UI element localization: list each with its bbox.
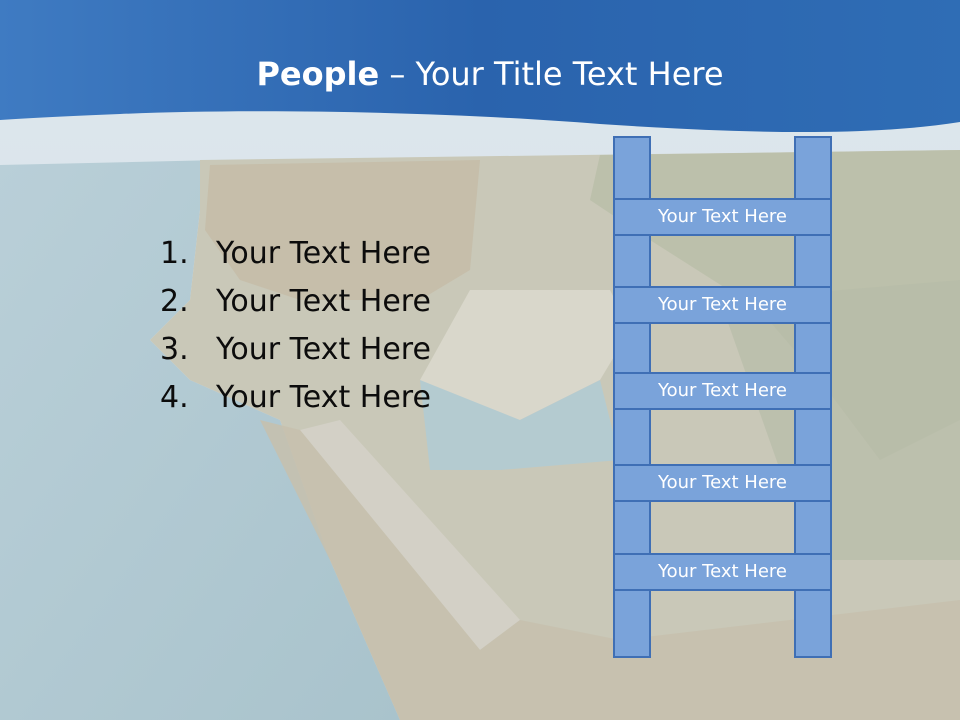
numbered-list: 1. Your Text Here 2. Your Text Here 3. Your… <box>160 230 431 422</box>
title-rest: – Your Title Text Here <box>379 55 724 93</box>
list-item: 4. Your Text Here <box>160 374 431 422</box>
list-item: 3. Your Text Here <box>160 326 431 374</box>
slide-title: People – Your Title Text Here <box>0 50 960 98</box>
list-item-number: 4. <box>160 380 189 415</box>
list-item-number: 3. <box>160 332 189 367</box>
list-item-number: 1. <box>160 236 189 271</box>
list-item-number: 2. <box>160 284 189 319</box>
ladder-rung: Your Text Here <box>613 464 832 502</box>
list-item-text: Your Text Here <box>216 380 431 415</box>
ladder-rung: Your Text Here <box>613 372 832 410</box>
ladder-rung: Your Text Here <box>613 198 832 236</box>
list-item-text: Your Text Here <box>216 236 431 271</box>
list-item-text: Your Text Here <box>216 332 431 367</box>
list-item-text: Your Text Here <box>216 284 431 319</box>
list-item: 2. Your Text Here <box>160 278 431 326</box>
ladder-rung: Your Text Here <box>613 553 832 591</box>
ladder-rung: Your Text Here <box>613 286 832 324</box>
list-item: 1. Your Text Here <box>160 230 431 278</box>
title-bold-word: People <box>256 55 380 93</box>
